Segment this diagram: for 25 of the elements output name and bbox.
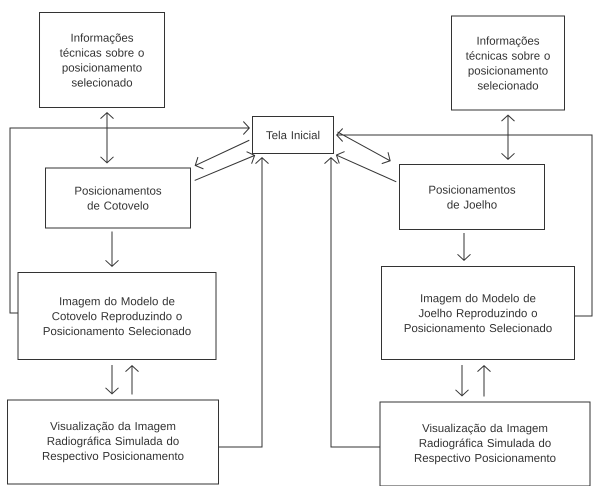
arrow [100,112,114,164]
arrow [10,121,250,314]
arrow [194,140,250,170]
arrow [455,364,469,396]
arrow [125,364,139,395]
process-box: Visualização da Imagem Radiográfica Simulada do Respectivo Posicionamento [7,400,219,484]
arrow [501,114,515,160]
arrow [324,157,380,448]
process-box: Informações técnicas sobre o posicionamento selecionado [39,12,165,108]
arrow [337,131,391,164]
process-box: Imagem do Modelo de Cotovelo Reproduzindo o Posicionamento Selecionado [18,272,216,360]
arrow [336,128,592,316]
arrow [194,151,256,181]
arrow [105,364,119,394]
arrow [477,364,491,397]
arrow [218,157,269,448]
process-box: Informações técnicas sobre o posicionamento selecionado [451,16,565,110]
process-box: Imagem do Modelo de Joelho Reproduzindo o Posicionamento Selecionado [381,266,575,360]
process-box: Posicionamentos de Joelho [399,164,545,230]
arrow [336,151,397,182]
arrow [105,231,119,267]
process-box: Posicionamentos de Cotovelo [45,168,191,228]
arrow [457,232,471,261]
start-screen-box: Tela Inicial [252,116,334,154]
process-box: Visualização da Imagem Radiográfica Simulada do Respectivo Posicionamento [380,402,590,486]
